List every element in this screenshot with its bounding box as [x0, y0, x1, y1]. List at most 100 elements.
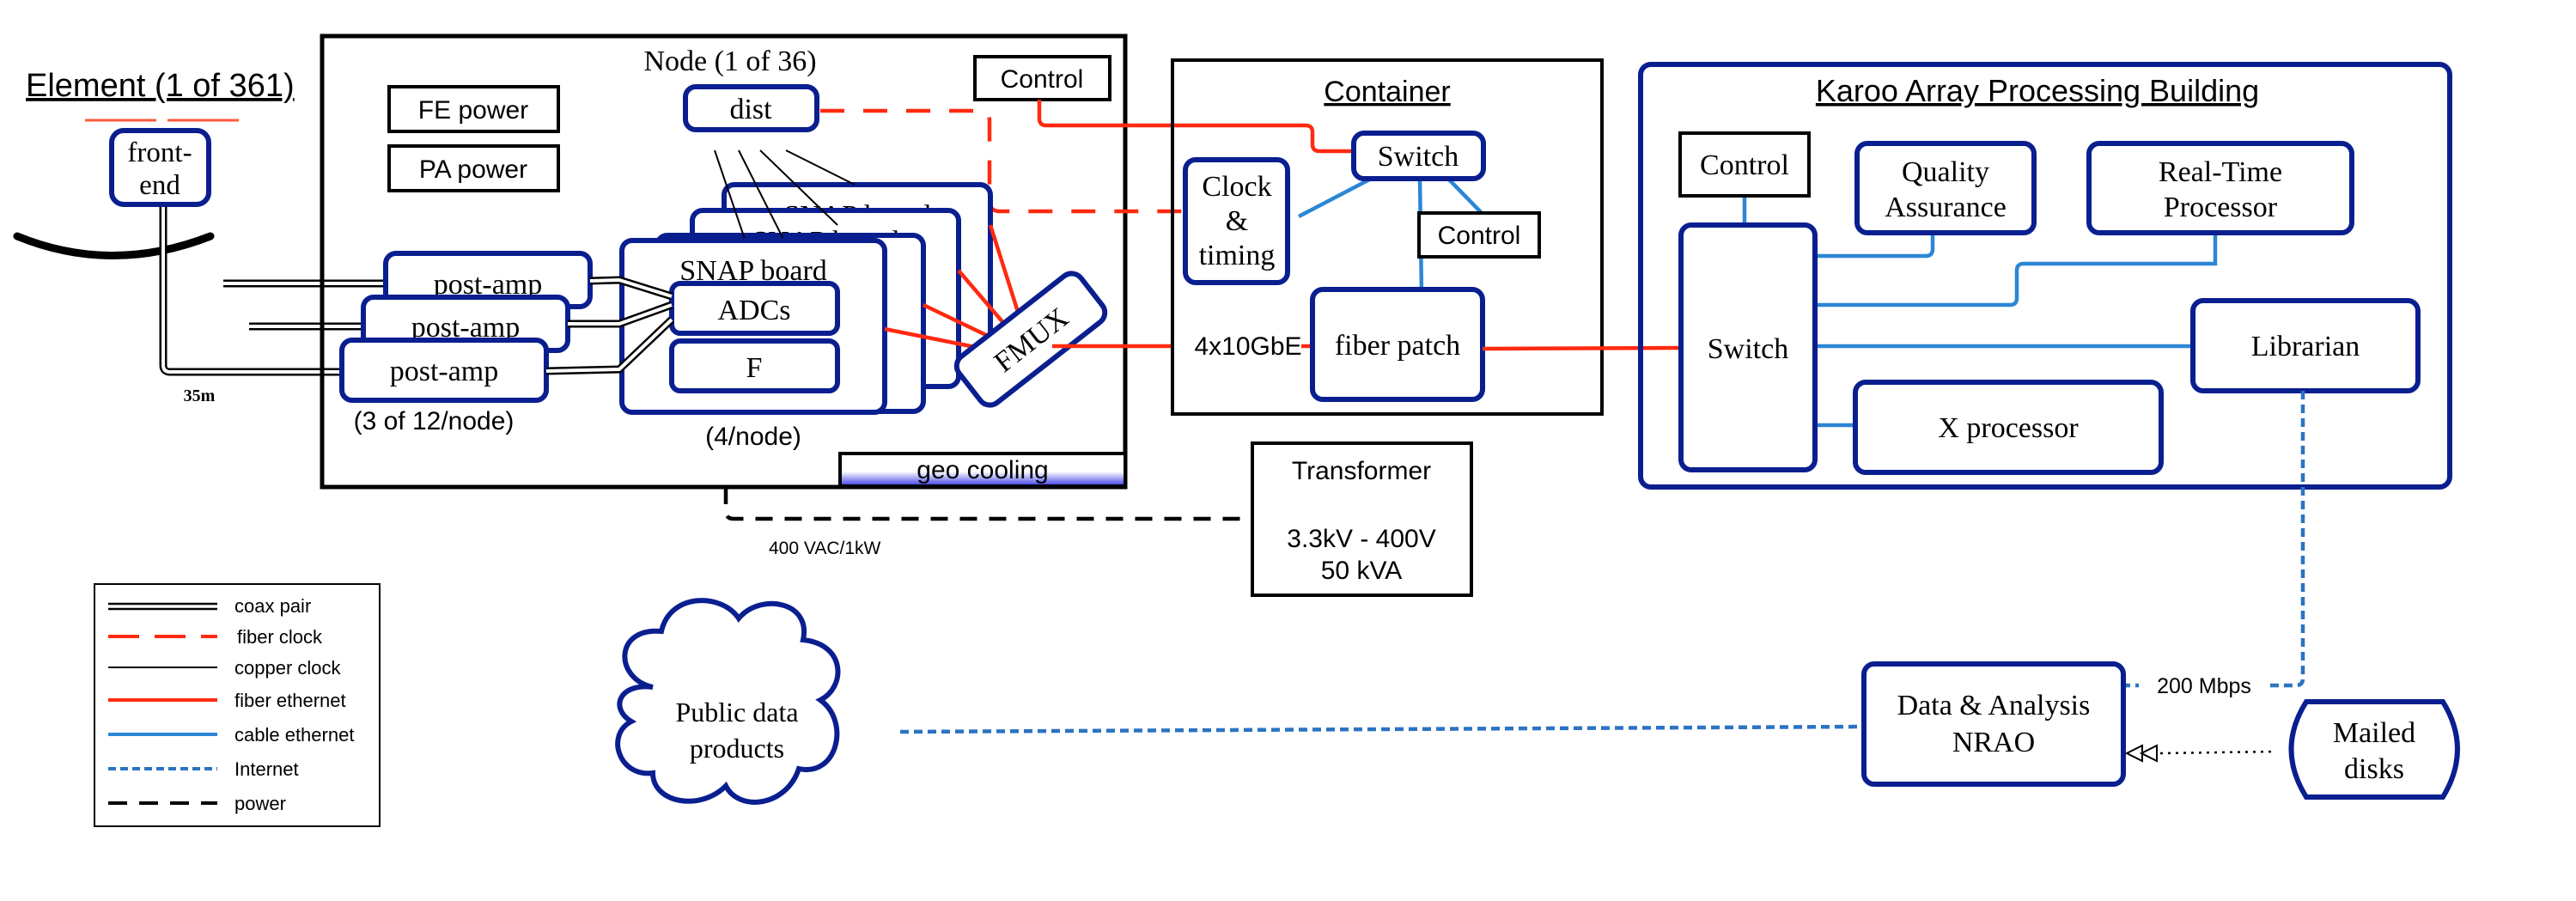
fe-power-label: FE power — [418, 96, 528, 125]
power-feed-label: 400 VAC/1kW — [769, 539, 881, 558]
legend-label: fiber clock — [237, 626, 323, 648]
legend-label: coax pair — [234, 595, 311, 617]
copper-clock-line — [759, 149, 838, 226]
public-data-label-1: Public data — [675, 697, 798, 727]
data-analysis-nrao-box[interactable] — [1861, 661, 2126, 787]
link-rate-label: 4x10GbE — [1194, 332, 1301, 361]
container-enclosure — [1171, 58, 1604, 416]
power-group: 400 VAC/1kW Transformer 3.3kV - 400V 50 … — [723, 441, 1473, 597]
rtp-label-2: Processor — [2164, 192, 2278, 223]
clock-timing-label-1: Clock — [1202, 171, 1271, 203]
qa-label-2: Assurance — [1885, 192, 2007, 223]
transformer-title: Transformer — [1292, 457, 1431, 485]
fiber-ethernet-snap-to-fmux — [988, 224, 1020, 313]
mailed-disks-arrow — [2159, 750, 2277, 755]
legend-box — [94, 583, 381, 827]
building-switch-label: Switch — [1708, 333, 1788, 365]
rtp-label-1: Real-Time — [2159, 156, 2282, 188]
copper-clock-line — [785, 149, 856, 186]
dist-label: dist — [729, 94, 772, 125]
x-processor-label: X processor — [1938, 412, 2079, 444]
node-title: Node (1 of 36) — [643, 46, 816, 77]
fiber-patch-label: fiber patch — [1335, 330, 1460, 362]
transformer-box[interactable] — [1251, 441, 1473, 597]
legend-item-coax: coax pair — [108, 595, 311, 617]
coax-pair-frontend — [159, 204, 344, 376]
building-enclosure — [1638, 62, 2452, 490]
node-enclosure — [320, 33, 1128, 490]
nrao-label-1: Data & Analysis — [1897, 690, 2091, 721]
building-title: Karoo Array Processing Building — [1816, 73, 2259, 108]
fiber-ethernet-snap-to-fmux — [923, 302, 990, 339]
building-control-box[interactable] — [1678, 131, 1811, 198]
mailed-disks-box[interactable] — [2288, 699, 2460, 800]
building-control-label: Control — [1700, 149, 1789, 181]
node-control-box[interactable] — [973, 55, 1111, 101]
container-group: Container Switch Clock & timing Control … — [1171, 58, 1682, 416]
front-end-label-2: end — [139, 170, 180, 201]
cable-ethernet-switch-to-qa — [1815, 232, 1935, 259]
geo-cooling-box[interactable] — [838, 452, 1127, 488]
front-end-box[interactable] — [109, 128, 211, 207]
librarian-label: Librarian — [2251, 331, 2360, 362]
internet-librarian-to-nrao — [2268, 391, 2305, 688]
cable-length-label: 35m — [184, 387, 216, 405]
dist-box[interactable] — [683, 84, 819, 132]
post-amp-1-label: post-amp — [390, 356, 499, 387]
link-rate-200-label: 200 Mbps — [2157, 674, 2251, 698]
snap-count-label: (4/node) — [705, 423, 801, 451]
clock-timing-label-2: & — [1226, 205, 1248, 237]
fiber-patch-box[interactable] — [1310, 287, 1485, 402]
legend: coax pair fiber clock copper clock fiber… — [94, 583, 381, 827]
fmux-shape[interactable] — [952, 269, 1110, 410]
geo-cooling-label: geo cooling — [917, 456, 1048, 484]
public-data-cloud-icon[interactable] — [615, 598, 841, 805]
power-line — [723, 487, 1252, 521]
dish-reflector-icon — [13, 232, 215, 259]
cable-ethernet-switch-to-clock — [1297, 174, 1378, 218]
building-group: Karoo Array Processing Building Control … — [1638, 62, 2452, 490]
quality-assurance-box[interactable] — [1854, 141, 2037, 235]
fe-power-box[interactable] — [387, 85, 560, 133]
legend-item-cable-ethernet: cable ethernet — [108, 724, 354, 746]
container-switch-box[interactable] — [1351, 131, 1486, 181]
qa-label-1: Quality — [1902, 156, 1989, 188]
fiber-ethernet-control-to-switch — [1037, 100, 1355, 154]
legend-label: fiber ethernet — [234, 690, 346, 711]
fiber-clock-dist-to-clock — [820, 108, 1198, 214]
offsite-group: 200 Mbps Data & Analysis NRAO Mailed dis… — [615, 391, 2460, 805]
legend-label: Internet — [234, 758, 299, 780]
fiber-ethernet-snap-to-fmux — [884, 326, 976, 350]
librarian-box[interactable] — [2190, 298, 2421, 393]
real-time-processor-box[interactable] — [2086, 141, 2354, 235]
building-switch-box[interactable] — [1678, 222, 1818, 472]
mailed-disks-label-2: disks — [2344, 753, 2404, 785]
pa-power-box[interactable] — [387, 144, 560, 192]
element-group: Element (1 of 361) front- end 35m — [13, 68, 387, 405]
container-control-label: Control — [1438, 222, 1521, 250]
fiber-ethernet-snap-to-fmux — [957, 269, 1007, 326]
container-title: Container — [1324, 76, 1450, 108]
clock-timing-label-3: timing — [1199, 240, 1276, 271]
legend-item-copper-clock: copper clock — [108, 657, 342, 679]
legend-label: cable ethernet — [234, 724, 354, 746]
fiber-ethernet-patch-to-building — [1482, 345, 1682, 351]
node-group: Node (1 of 36) FE power PA power Control… — [320, 33, 1355, 490]
legend-item-fiber-clock: fiber clock — [108, 626, 323, 648]
node-control-label: Control — [1001, 65, 1084, 94]
nrao-label-2: NRAO — [1952, 727, 2035, 758]
clock-timing-box[interactable] — [1183, 157, 1290, 285]
front-end-label-1: front- — [127, 137, 192, 168]
x-processor-box[interactable] — [1853, 380, 2164, 475]
cable-ethernet-switch-to-rtp — [1815, 232, 2218, 307]
element-title: Element (1 of 361) — [26, 68, 295, 104]
f-engine-box[interactable] — [669, 338, 840, 393]
legend-label: power — [234, 793, 286, 814]
f-engine-label: F — [746, 352, 763, 384]
transformer-spec-2: 50 kVA — [1321, 557, 1403, 585]
container-switch-label: Switch — [1378, 141, 1459, 173]
container-control-box[interactable] — [1417, 211, 1541, 259]
internet-nrao-to-public — [899, 724, 1865, 734]
adcs-label: ADCs — [717, 295, 790, 326]
public-data-label-2: products — [690, 733, 784, 764]
